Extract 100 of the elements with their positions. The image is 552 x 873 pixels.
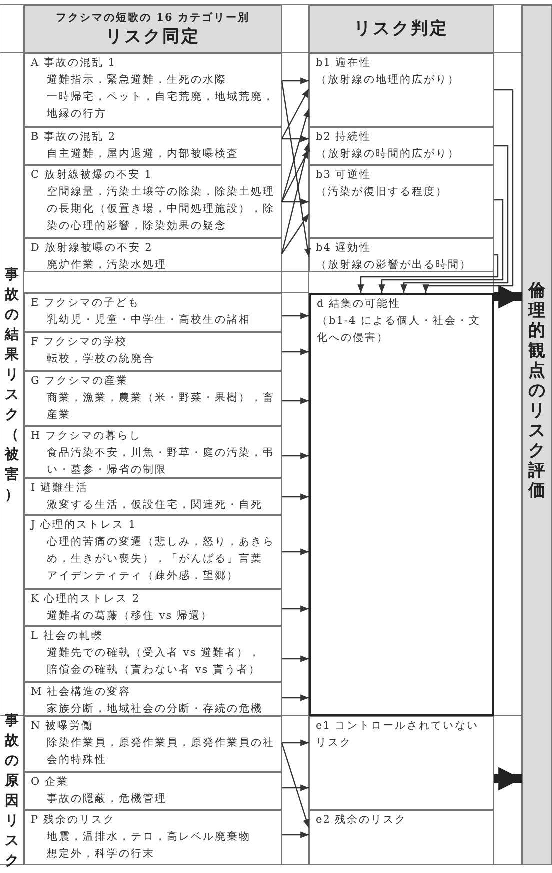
category-box <box>24 293 282 332</box>
category-heading: H フクシマの暮らし <box>30 429 142 444</box>
category-box <box>24 426 282 478</box>
arrow <box>282 214 310 254</box>
arrow <box>281 142 310 254</box>
category-description: （放射線の時間的広がり） <box>315 147 461 162</box>
category-box <box>24 589 282 626</box>
category-heading: b2 持続性 <box>315 130 373 145</box>
category-description: 避難指示，緊急避難，生死の水際 <box>46 73 228 88</box>
category-heading: K 心理的ストレス 2 <box>30 592 142 607</box>
arrow <box>281 742 310 828</box>
block-arrow <box>494 285 522 309</box>
category-box <box>24 53 282 127</box>
category-description: 商業，漁業，農業（米・野菜・果樹），畜産業 <box>46 391 276 423</box>
arrow <box>282 694 309 702</box>
category-heading: I 避難生活 <box>30 481 90 496</box>
category-heading: b4 遅効性 <box>315 241 373 256</box>
category-description: （放射線の影響が出る時間） <box>315 258 473 273</box>
category-description: 空間線量，汚染土壌等の除染，除染土処理の長期化（仮置き場，中間処理施設），除染の心理的影響，除染効果の疑念 <box>46 185 276 234</box>
arrow <box>282 606 309 612</box>
arrow <box>282 198 309 206</box>
category-description: 地震，温排水，テロ，高レベル廃棄物 <box>46 830 252 845</box>
category-description: 避難者の葛藤（移住 vs 帰還） <box>46 609 214 624</box>
column-heading: リスク判定 <box>354 18 449 40</box>
risk-box <box>309 53 494 127</box>
category-box <box>24 238 282 272</box>
risk-box <box>309 716 494 810</box>
arrow <box>282 832 309 838</box>
arrow <box>282 136 309 142</box>
category-heading: M 社会構造の変容 <box>30 685 132 700</box>
category-heading: B 事故の混乱 2 <box>30 130 118 145</box>
category-description: 食品汚染不安，川魚・野草・庭の汚染，弔い・墓参・帰省の制限 <box>46 446 276 478</box>
arrow <box>281 108 310 202</box>
category-heading: L 社会の軋轢 <box>30 629 104 644</box>
category-heading: C 放射線被爆の不安 1 <box>30 168 154 183</box>
category-box <box>24 478 282 515</box>
category-box <box>24 127 282 165</box>
category-heading: N 被曝労働 <box>30 719 95 734</box>
arrow <box>422 89 514 293</box>
category-description: （b1-4 による個人・社会・文化への侵害） <box>316 314 482 346</box>
category-heading: J 心理的ストレス 1 <box>29 518 138 533</box>
arrow <box>378 199 504 293</box>
arrow <box>282 494 309 500</box>
arrow <box>400 145 509 293</box>
category-description: 事故の隠蔽，危機管理 <box>46 792 168 807</box>
category-description: 賠償金の確執（貰わない者 vs 貰う者） <box>46 663 262 678</box>
column-heading: リスク同定 <box>106 26 200 48</box>
category-description: 自主避難，屋内退避，内部被曝検査 <box>46 147 240 162</box>
category-box <box>24 716 282 772</box>
category-description: アイデンティティ（疎外感，望郷） <box>46 569 240 584</box>
category-box <box>24 515 282 589</box>
category-description: 転校，学校の統廃合 <box>46 352 156 367</box>
category-box <box>24 626 282 682</box>
risk-box <box>309 165 494 238</box>
arrow <box>281 88 310 140</box>
arrow <box>282 656 309 662</box>
risk-box <box>309 293 494 716</box>
category-description: 想定外，科学の行末 <box>46 847 156 862</box>
header-cell <box>309 5 494 53</box>
category-box <box>24 165 282 238</box>
category-heading: A 事故の混乱 1 <box>30 56 117 71</box>
category-description: 避難先での確執（受入者 vs 避難者）， <box>46 646 262 661</box>
arrow <box>282 312 309 320</box>
category-description: 一時帰宅，ペット，自宅荒廃，地域荒廃，地縁の行方 <box>46 90 276 122</box>
arrow <box>282 784 309 792</box>
row-group-label: 事故の結果リスク（被害） <box>5 266 19 504</box>
category-heading: O 企業 <box>30 775 70 790</box>
column-heading: 倫理的観点のリスク評価 <box>528 281 546 503</box>
category-heading: b3 可逆性 <box>315 168 373 183</box>
arrow <box>282 740 309 746</box>
arrow <box>282 452 309 460</box>
category-description: 激変する生活，仮設住宅，関連死・自死 <box>46 498 264 513</box>
arrow <box>281 150 310 202</box>
category-box <box>24 810 282 865</box>
category-heading: E フクシマの子ども <box>30 296 142 311</box>
category-heading: b1 遍在性 <box>315 56 373 71</box>
category-heading: F フクシマの学校 <box>30 335 129 350</box>
row-group-label: 事故の原因リスク <box>5 712 19 870</box>
category-description: 除染作業員，原発作業員，原発作業員の社会的特殊性 <box>46 736 276 768</box>
category-description: 乳幼児・児童・中学生・高校生の諸相 <box>46 313 252 328</box>
arrow <box>282 548 309 556</box>
category-description: 廃炉作業，汚染水処理 <box>46 258 168 273</box>
category-description: （放射線の地理的広がり） <box>315 73 461 88</box>
column-heading: フクシマの短歌の 16 カテゴリー別 <box>56 10 250 26</box>
category-heading: D 放射線被曝の不安 2 <box>30 241 154 256</box>
category-heading: G フクシマの産業 <box>30 374 130 389</box>
risk-box <box>309 238 494 272</box>
arrow <box>282 78 309 84</box>
category-heading: P 残余のリスク <box>30 813 116 828</box>
category-description: 家族分断，地域社会の分断・存続の危機 <box>46 702 264 717</box>
category-description: （汚染が復旧する程度） <box>315 185 449 200</box>
arrow <box>282 348 309 356</box>
category-heading: d 結集の可能性 <box>316 297 402 312</box>
category-box <box>24 371 282 426</box>
category-box <box>24 332 282 371</box>
category-heading: e1 コントロールされていないリスク <box>315 719 480 751</box>
evaluation-column <box>522 5 552 865</box>
arrow <box>358 254 499 293</box>
category-box <box>24 682 282 716</box>
risk-box <box>309 127 494 165</box>
